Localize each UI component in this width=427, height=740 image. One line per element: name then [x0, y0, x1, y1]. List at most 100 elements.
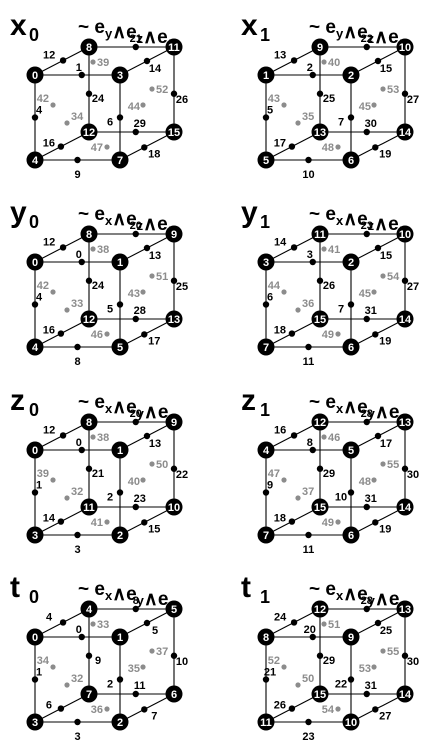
edge-dot [31, 489, 39, 496]
vertex-label: 10 [168, 502, 180, 514]
edge-label: 3 [74, 544, 80, 556]
edge-dot [288, 143, 296, 150]
edge-dot [290, 244, 298, 251]
vertex-node [342, 628, 360, 646]
vertex-label: 2 [348, 70, 354, 82]
edge-dot [262, 301, 270, 308]
face-dot [90, 434, 96, 440]
edge-dot [85, 652, 93, 659]
edge-dot [288, 705, 296, 712]
vertex-label: 12 [83, 314, 95, 326]
vertex-node [80, 413, 98, 431]
vertex-label: 7 [263, 342, 269, 354]
vertex-label: 12 [314, 604, 326, 616]
face-label: 36 [302, 298, 314, 310]
edge-dot [363, 503, 370, 511]
edge-label: 1 [36, 667, 42, 679]
vertex-node [165, 38, 183, 56]
edge-label: 20 [304, 624, 316, 636]
face-label: 43 [268, 93, 280, 105]
vertex-label: 15 [314, 502, 326, 514]
vertex-node [26, 713, 44, 731]
wedge-label: ~ ey∧ez∧et [309, 17, 404, 51]
edge-dot [401, 90, 409, 97]
vertex-node [257, 338, 275, 356]
face-label: 52 [156, 84, 168, 96]
face-label: 46 [91, 329, 103, 341]
face-label: 40 [328, 57, 340, 69]
vertex-label: 2 [348, 257, 354, 269]
vertex-label: 10 [399, 42, 411, 54]
vertex-node [396, 685, 414, 703]
vertex-label: 4 [32, 342, 39, 354]
edge-dot [316, 652, 324, 659]
edge-dot [262, 114, 270, 121]
edge-dot [143, 432, 151, 440]
face-label: 41 [328, 244, 340, 256]
vertex-label: 8 [86, 417, 92, 429]
vertex-node [342, 253, 360, 271]
edge-label: 17 [148, 335, 160, 347]
vertex-node [342, 441, 360, 459]
vertex-node [257, 253, 275, 271]
vertex-node [257, 66, 275, 84]
edge-label: 26 [274, 700, 286, 712]
panel-index: 1 [260, 212, 270, 232]
edge-dot [57, 143, 65, 150]
edge-label: 14 [43, 513, 56, 525]
vertex-node [80, 498, 98, 516]
edge-label: 26 [323, 280, 335, 292]
vertex-label: 3 [117, 70, 123, 82]
vertex-label: 3 [32, 530, 38, 542]
edge-dot [309, 71, 316, 79]
edge-label: 4 [46, 611, 53, 623]
edge-label: 7 [151, 710, 157, 722]
face-label: 37 [302, 486, 314, 498]
edge-dot [305, 718, 312, 726]
edge-dot [116, 676, 124, 683]
face-label: 45 [359, 288, 371, 300]
face-label: 37 [156, 646, 168, 658]
edge-label: 24 [92, 93, 105, 105]
edge-dot [262, 676, 270, 683]
vertex-label: 4 [263, 445, 270, 457]
edge-label: 21 [92, 468, 104, 480]
face-dot [64, 682, 70, 688]
edge-dot [401, 277, 409, 284]
edge-dot [374, 619, 382, 627]
edge-label: 11 [303, 544, 315, 556]
edge-dot [170, 90, 178, 97]
face-label: 53 [359, 663, 371, 675]
edge-label: 1 [36, 480, 42, 492]
face-dot [140, 477, 146, 483]
face-label: 43 [128, 288, 140, 300]
edge-label: 9 [95, 655, 101, 667]
panel-index: 1 [260, 25, 270, 45]
face-dot [321, 59, 327, 65]
edge-label: 13 [149, 250, 161, 262]
edge-dot [372, 331, 379, 338]
edge-label: 28 [361, 408, 373, 420]
face-label: 50 [302, 673, 314, 685]
vertex-label: 1 [117, 257, 123, 269]
edge-dot [141, 519, 148, 526]
face-dot [380, 461, 386, 467]
edge-dot [372, 144, 379, 151]
vertex-label: 7 [86, 689, 92, 701]
vertex-label: 11 [260, 717, 272, 729]
panel-index: 0 [29, 587, 39, 607]
face-dot [295, 495, 301, 501]
face-dot [295, 120, 301, 126]
vertex-node [80, 685, 98, 703]
edge-dot [141, 144, 148, 151]
face-dot [380, 273, 386, 279]
vertex-node [26, 151, 44, 169]
panel-letter: y [10, 196, 27, 229]
edge-label: 4 [36, 105, 43, 117]
edge-label: 20 [130, 408, 142, 420]
edge-label: 31 [365, 680, 377, 692]
face-label: 33 [71, 298, 83, 310]
edge-dot [290, 619, 298, 626]
face-dot [321, 434, 327, 440]
edge-label: 14 [274, 236, 287, 248]
